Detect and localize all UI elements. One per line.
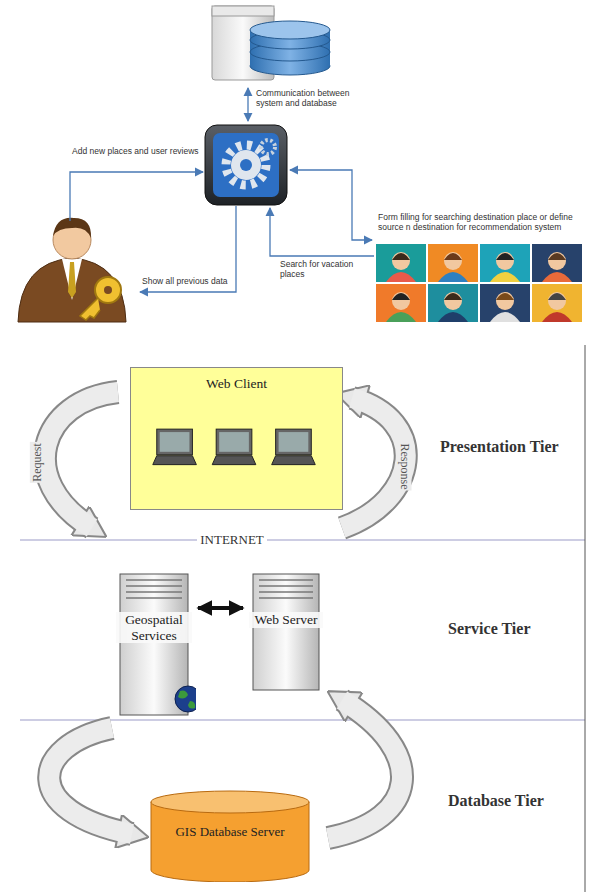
edge-label: Communication between system and databas… (256, 88, 371, 108)
server-shape (112, 572, 196, 717)
node-text: GIS Database Server (156, 824, 304, 840)
database-server-icon (212, 6, 330, 80)
server-box: Web Server (245, 572, 327, 692)
system-gear-icon (205, 125, 287, 205)
edge-label: Show all previous data (142, 276, 236, 286)
network-label: INTERNET (197, 532, 267, 548)
node-text: Web Server (249, 612, 323, 628)
flow-label: Response (397, 442, 412, 490)
admin-person-icon (18, 218, 126, 322)
request-response-arrows (45, 392, 406, 838)
edge-label: Search for vacation places (280, 259, 372, 279)
edge-label: Form filling for searching destination p… (378, 212, 586, 232)
tier-name: Service Tier (448, 620, 531, 638)
flow-arrows (70, 88, 374, 292)
users-avatar-grid (376, 244, 582, 322)
node-text: Geospatial Services (116, 612, 192, 643)
database-cylinder: GIS Database Server (150, 790, 310, 882)
web-client-box: Web Client (130, 367, 343, 510)
flow-label: Request (29, 442, 44, 483)
tier-name: Database Tier (448, 792, 544, 810)
tier-name: Presentation Tier (440, 438, 559, 456)
edge-label: Add new places and user reviews (72, 146, 200, 156)
double-arrow (198, 606, 243, 610)
server-shape (245, 572, 327, 692)
tier-dividers (20, 540, 585, 720)
server-box: Geospatial Services (112, 572, 196, 717)
node-text: Web Client (131, 376, 342, 392)
frame-line (585, 345, 586, 892)
